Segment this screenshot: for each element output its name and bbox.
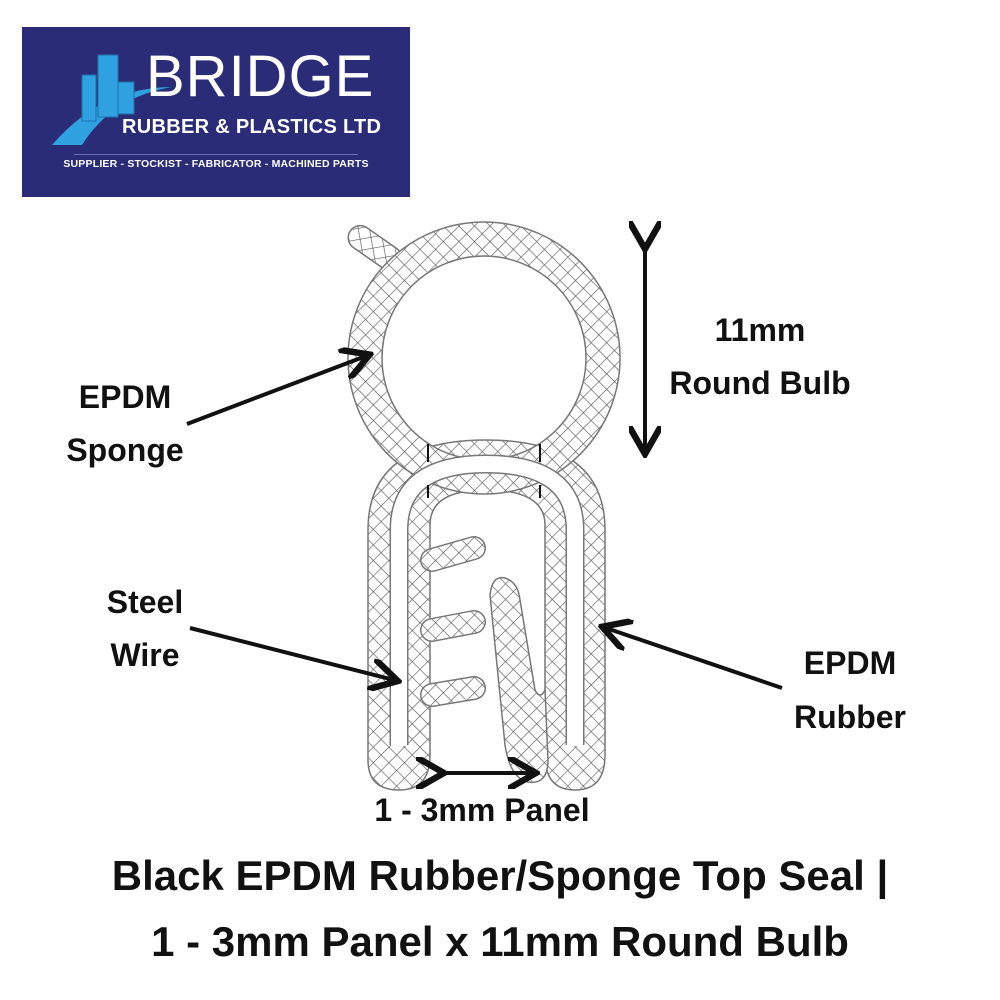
company-logo: BRIDGE RUBBER & PLASTICS LTD SUPPLIER - … xyxy=(22,27,410,197)
epdm-sponge-bulb xyxy=(347,221,621,495)
product-title-line2: 1 - 3mm Panel x 11mm Round Bulb xyxy=(151,918,849,965)
sealing-flap xyxy=(489,576,549,784)
sponge-label-line1: EPDM xyxy=(78,379,172,415)
rubber-label-line1: EPDM xyxy=(803,645,897,681)
panel-label: 1 - 3mm Panel xyxy=(374,792,590,828)
wire-label-line2: Wire xyxy=(110,637,180,673)
bulb-size-label: 11mm xyxy=(714,312,806,348)
sponge-pointer-arrow xyxy=(186,356,366,426)
building-bridge-icon xyxy=(52,54,172,145)
logo-tagline: SUPPLIER - STOCKIST - FABRICATOR - MACHI… xyxy=(63,158,369,170)
rubber-label-line2: Rubber xyxy=(794,699,906,735)
sponge-label-line2: Sponge xyxy=(66,432,184,468)
wire-label-line1: Steel xyxy=(106,584,184,620)
logo-brand: BRIDGE xyxy=(146,44,375,109)
wire-pointer-arrow xyxy=(189,626,394,680)
grip-fingers xyxy=(420,536,486,707)
product-title-line1: Black EPDM Rubber/Sponge Top Seal | xyxy=(111,852,889,899)
logo-subtitle: RUBBER & PLASTICS LTD xyxy=(122,116,382,138)
logo-divider xyxy=(74,154,358,155)
rubber-pointer-arrow xyxy=(606,628,783,690)
bulb-shape-label: Round Bulb xyxy=(669,365,851,401)
